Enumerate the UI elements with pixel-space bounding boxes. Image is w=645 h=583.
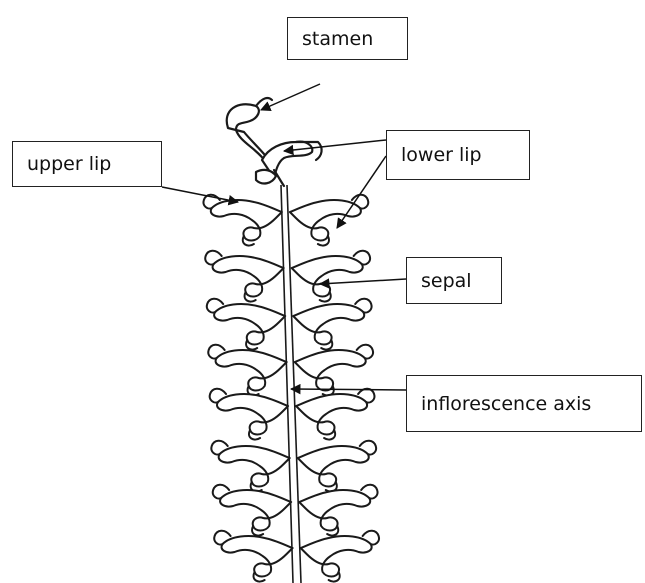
stamen-label: stamen [287,17,408,60]
inflorescence-axis-arrow [291,389,406,390]
flower-right [295,345,373,396]
flower-right [299,485,377,536]
flower-left [213,485,291,536]
flower-left [207,299,285,350]
lower-lip-label: lower lip [386,130,530,180]
flower-left [210,389,288,440]
leader-arrows [162,84,406,390]
inflorescence-axis-label: inflorescence axis [406,375,642,432]
flower-right [292,251,370,302]
flower-right [301,531,379,582]
flower-left [205,251,283,302]
stamen-arrow [261,84,320,110]
terminal-flower [227,98,322,186]
sepal-label: sepal [406,257,502,304]
flower-left [214,531,292,582]
flower-right [293,299,371,350]
flower-right [296,389,374,440]
inflorescence-axis-stem [281,185,301,583]
upper-lip-arrow [162,187,238,202]
flower-left [203,195,281,246]
sepal-arrow [320,279,406,284]
flower-left [208,345,286,396]
lower-lip-arrow-side [337,156,386,228]
flower-right [298,441,376,492]
upper-lip-label: upper lip [12,141,162,187]
flower-left [211,441,289,492]
flower-right [290,195,368,246]
